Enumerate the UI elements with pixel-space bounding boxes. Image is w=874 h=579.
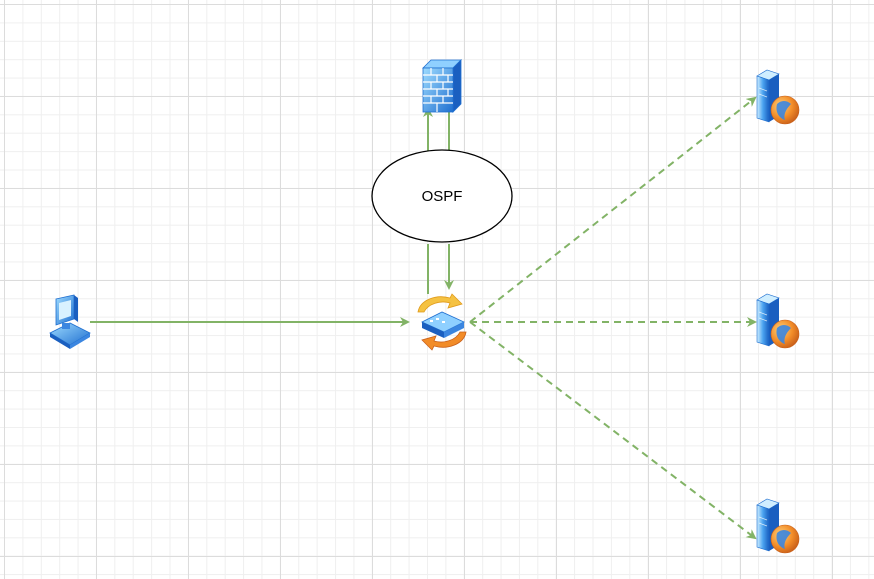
workstation-icon[interactable] xyxy=(49,294,91,349)
firewall-icon[interactable] xyxy=(422,59,462,113)
ospf-label: OSPF xyxy=(422,188,463,205)
ospf-node[interactable]: OSPF xyxy=(371,149,513,243)
router-icon[interactable] xyxy=(417,293,467,351)
web-server-icon-bottom[interactable] xyxy=(756,498,800,554)
connector-router-server-bottom[interactable] xyxy=(469,321,757,540)
swap-arrow-top-icon xyxy=(417,293,463,313)
connector-router-server-top[interactable] xyxy=(469,96,757,323)
connectors xyxy=(90,96,757,540)
swap-arrow-bottom-icon xyxy=(421,331,467,351)
ospf-ellipse[interactable] xyxy=(371,149,513,243)
web-server-icon-middle[interactable] xyxy=(756,293,800,349)
web-server-icon-top[interactable] xyxy=(756,69,800,125)
